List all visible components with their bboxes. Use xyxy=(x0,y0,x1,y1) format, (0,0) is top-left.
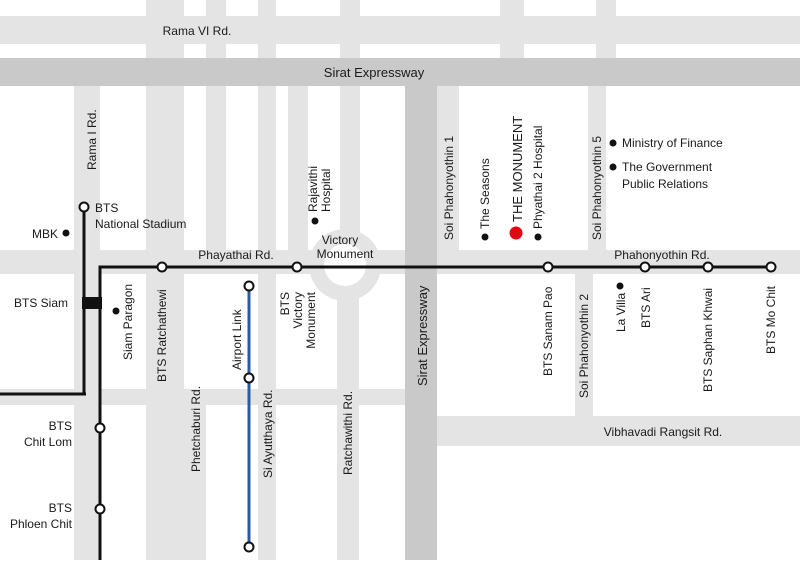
rajavithi-label-2: Hospital xyxy=(319,169,333,212)
the-seasons-dot[interactable] xyxy=(481,233,489,241)
phyathai-2-hospital-label: Phyathai 2 Hospital xyxy=(531,126,545,229)
vibhavadi-road xyxy=(437,416,800,446)
victory-monument-station-label-2: Victory xyxy=(291,292,305,328)
station-national-stadium[interactable] xyxy=(78,201,90,213)
si-ayutthaya-road xyxy=(258,0,276,560)
siam-paragon-label: Siam Paragon xyxy=(121,284,135,360)
station-mo-chit[interactable] xyxy=(765,261,777,273)
ministry-of-finance-label: Ministry of Finance xyxy=(622,136,723,150)
mo-chit-label: BTS Mo Chit xyxy=(764,285,778,354)
sirat-expressway-vertical xyxy=(405,86,437,560)
phyathai-2-hospital-dot[interactable] xyxy=(534,233,542,241)
station-airport-link-south[interactable] xyxy=(243,541,255,553)
north-road-c xyxy=(340,0,360,240)
siam-label: BTS Siam xyxy=(14,296,68,310)
soi-phahonyothin-2-label: Soi Phahonyothin 2 xyxy=(577,294,591,398)
ratchawithi-label: Ratchawithi Rd. xyxy=(341,391,355,475)
ari-label: BTS Ari xyxy=(639,287,653,328)
station-saphan-khwai[interactable] xyxy=(702,261,714,273)
station-sanam-pao[interactable] xyxy=(542,261,554,273)
siam-paragon-dot[interactable] xyxy=(112,307,120,315)
mbk-label: MBK xyxy=(32,227,58,241)
rajavithi-hospital-dot[interactable] xyxy=(311,217,319,225)
poi-dots xyxy=(62,139,624,315)
gov-public-relations-label-2: Public Relations xyxy=(622,177,708,191)
phetchaburi-label: Phetchaburi Rd. xyxy=(189,386,203,472)
roundabout-inner xyxy=(324,244,366,286)
soi-phahonyothin-1-label: Soi Phahonyothin 1 xyxy=(442,136,456,240)
place-labels: MBK Siam Paragon Rajavithi Hospital Vict… xyxy=(32,116,723,360)
phahonyothin-label: Phahonyothin Rd. xyxy=(614,248,709,262)
bts-siam-interchange xyxy=(82,297,102,309)
rama-i-road xyxy=(74,86,100,560)
sirat-expressway-label: Sirat Expressway xyxy=(324,65,425,80)
saphan-khwai-label: BTS Saphan Khwai xyxy=(701,288,715,392)
station-markers xyxy=(78,201,777,553)
sirat-expressway-vertical-label: Sirat Expressway xyxy=(415,285,430,386)
station-chit-lom[interactable] xyxy=(94,422,106,434)
soi-phahonyothin-1-road xyxy=(437,86,459,250)
ratchathewi-road xyxy=(146,0,184,560)
the-seasons-label: The Seasons xyxy=(478,158,492,229)
la-villa-label: La Villa xyxy=(614,293,628,332)
phahonyothin-road xyxy=(437,250,800,274)
the-monument-marker[interactable] xyxy=(509,226,523,240)
victory-monument-station-label-3: Monument xyxy=(304,291,318,348)
sirat-expressway-horizontal xyxy=(0,58,800,86)
station-ratchathewi[interactable] xyxy=(156,261,168,273)
airport-link-label: Airport Link xyxy=(230,308,244,370)
phetchaburi-road xyxy=(184,389,206,560)
station-labels: BTS National Stadium BTS Siam BTS Chit L… xyxy=(10,201,778,531)
victory-monument-label-2: Monument xyxy=(317,247,374,261)
soi-phahonyothin-2-road xyxy=(575,274,593,416)
victory-monument-label-1: Victory xyxy=(322,233,358,247)
ratchawithi-road xyxy=(337,274,359,560)
gov-public-relations-label-1: The Government xyxy=(622,160,713,174)
station-ari[interactable] xyxy=(639,261,651,273)
station-airport-link-mid[interactable] xyxy=(243,372,255,384)
rama-vi-road xyxy=(0,16,800,44)
soi-phahonyothin-5-road xyxy=(588,86,606,250)
vibhavadi-label: Vibhavadi Rangsit Rd. xyxy=(604,425,723,439)
road-labels: Rama VI Rd. Sirat Expressway Rama I Rd. … xyxy=(85,24,722,478)
soi-phahonyothin-5-label: Soi Phahonyothin 5 xyxy=(590,136,604,240)
mbk-dot[interactable] xyxy=(62,229,70,237)
victory-monument-station-label-1: BTS xyxy=(278,292,292,315)
north-road-b xyxy=(288,86,308,250)
chit-lom-label-1: BTS xyxy=(49,419,72,433)
national-stadium-label-1: BTS xyxy=(95,201,118,215)
chit-lom-label-2: Chit Lom xyxy=(24,435,72,449)
phloen-chit-label-2: Phloen Chit xyxy=(10,517,73,531)
rama-i-label: Rama I Rd. xyxy=(85,109,99,170)
the-monument-label: THE MONUMENT xyxy=(510,116,525,222)
rajavithi-label-1: Rajavithi xyxy=(306,166,320,212)
phayathai-label: Phayathai Rd. xyxy=(198,248,273,262)
phloen-chit-label-1: BTS xyxy=(49,501,72,515)
rama-vi-label: Rama VI Rd. xyxy=(163,24,232,38)
gov-public-relations-dot[interactable] xyxy=(609,163,617,171)
north-road-d xyxy=(596,0,616,58)
ratchathewi-label: BTS Ratchathewi xyxy=(155,289,169,382)
station-phloen-chit[interactable] xyxy=(94,503,106,515)
si-ayutthaya-label: Si Ayutthaya Rd. xyxy=(261,390,275,479)
national-stadium-label-2: National Stadium xyxy=(95,217,186,231)
station-airport-link-phaya-thai[interactable] xyxy=(243,280,255,292)
ministry-of-finance-dot[interactable] xyxy=(609,139,617,147)
station-victory-monument[interactable] xyxy=(291,261,303,273)
sanam-pao-label: BTS Sanam Pao xyxy=(541,286,555,376)
north-road-e xyxy=(500,0,524,58)
la-villa-dot[interactable] xyxy=(616,282,624,290)
